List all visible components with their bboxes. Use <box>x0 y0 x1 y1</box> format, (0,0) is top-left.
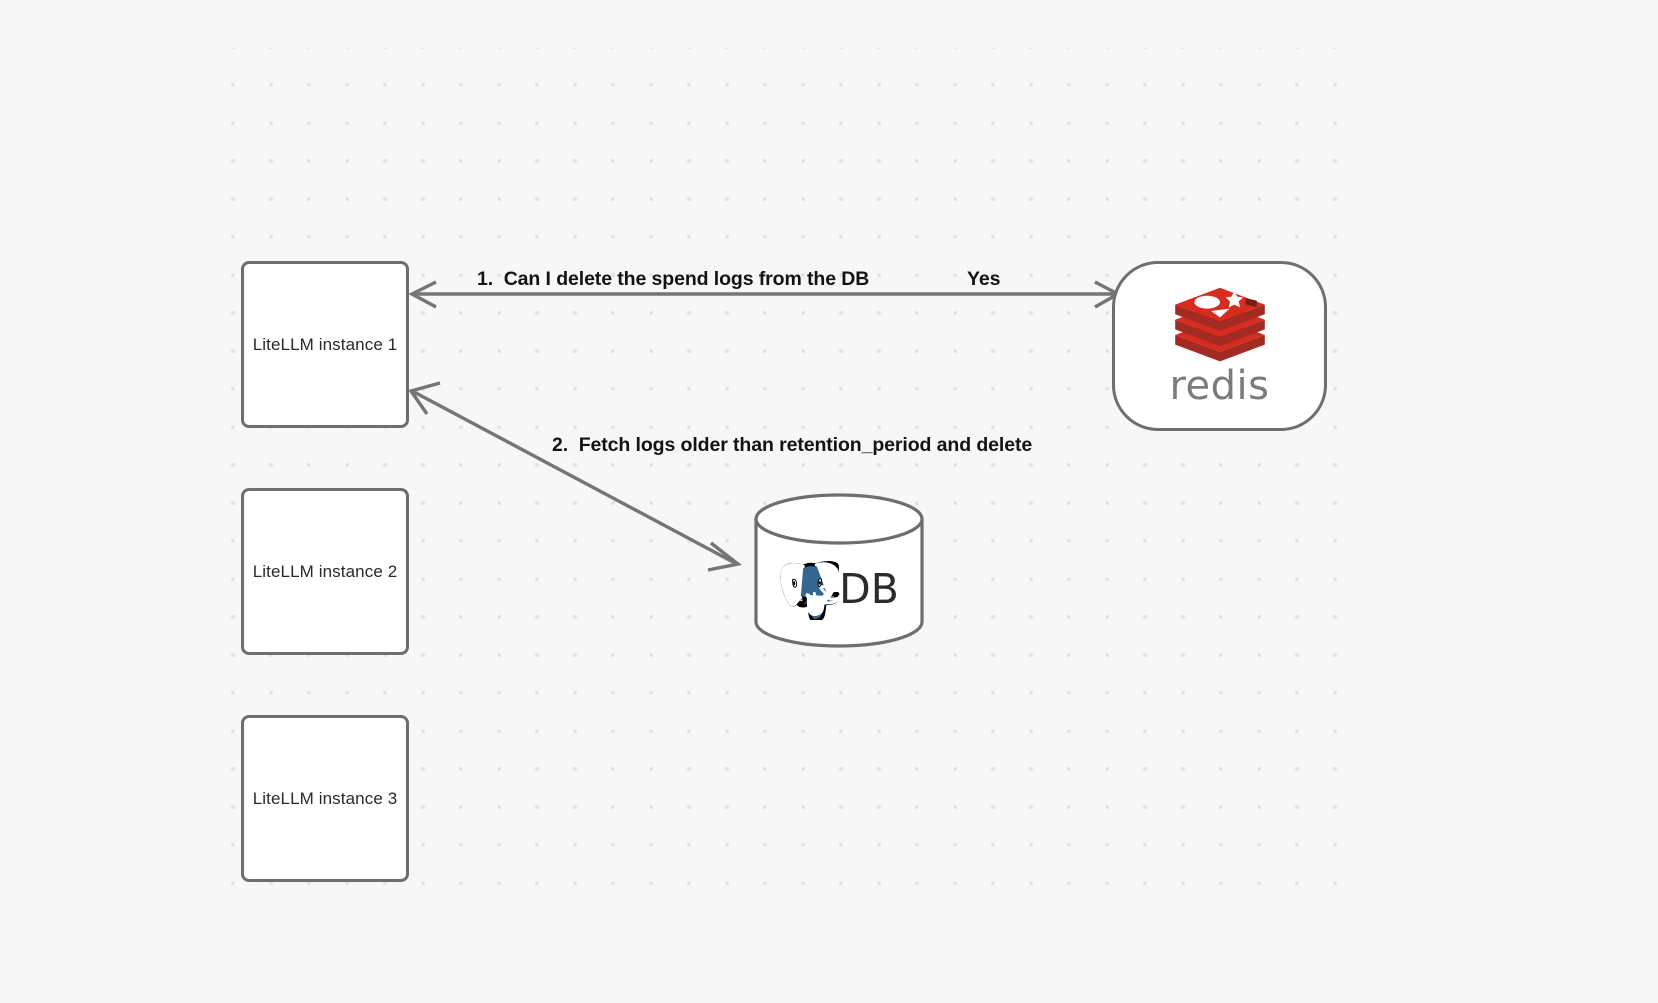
redis-logo-group: redis <box>1169 282 1269 406</box>
node-database-cylinder[interactable]: DB <box>753 493 925 648</box>
edge-label-fetch-logs: 2. Fetch logs older than retention_perio… <box>552 434 1033 456</box>
node-label-litellm-3: LiteLLM instance 3 <box>252 788 398 808</box>
arrowhead-left-edge1 <box>408 280 437 309</box>
arrowhead-upleft-edge2 <box>408 381 441 415</box>
db-logo-group: DB <box>753 549 925 629</box>
node-redis[interactable]: redis <box>1112 261 1327 431</box>
arrowhead-downright-edge2 <box>707 541 742 572</box>
edge-label-can-i-delete: 1. Can I delete the spend logs from the … <box>477 268 870 290</box>
node-litellm-instance-3[interactable]: LiteLLM instance 3 <box>241 715 409 882</box>
node-label-litellm-2: LiteLLM instance 2 <box>252 561 398 581</box>
redis-wordmark: redis <box>1169 363 1270 409</box>
db-label: DB <box>839 564 899 613</box>
cylinder-shape <box>754 493 924 648</box>
node-litellm-instance-1[interactable]: LiteLLM instance 1 <box>241 261 409 428</box>
edge-label-yes: Yes <box>967 268 1001 290</box>
node-litellm-instance-2[interactable]: LiteLLM instance 2 <box>241 488 409 655</box>
redis-logo-icon <box>1174 287 1265 362</box>
edge-litellm1-db <box>408 381 742 572</box>
postgresql-elephant-icon <box>780 561 840 620</box>
node-label-litellm-1: LiteLLM instance 1 <box>252 334 398 354</box>
